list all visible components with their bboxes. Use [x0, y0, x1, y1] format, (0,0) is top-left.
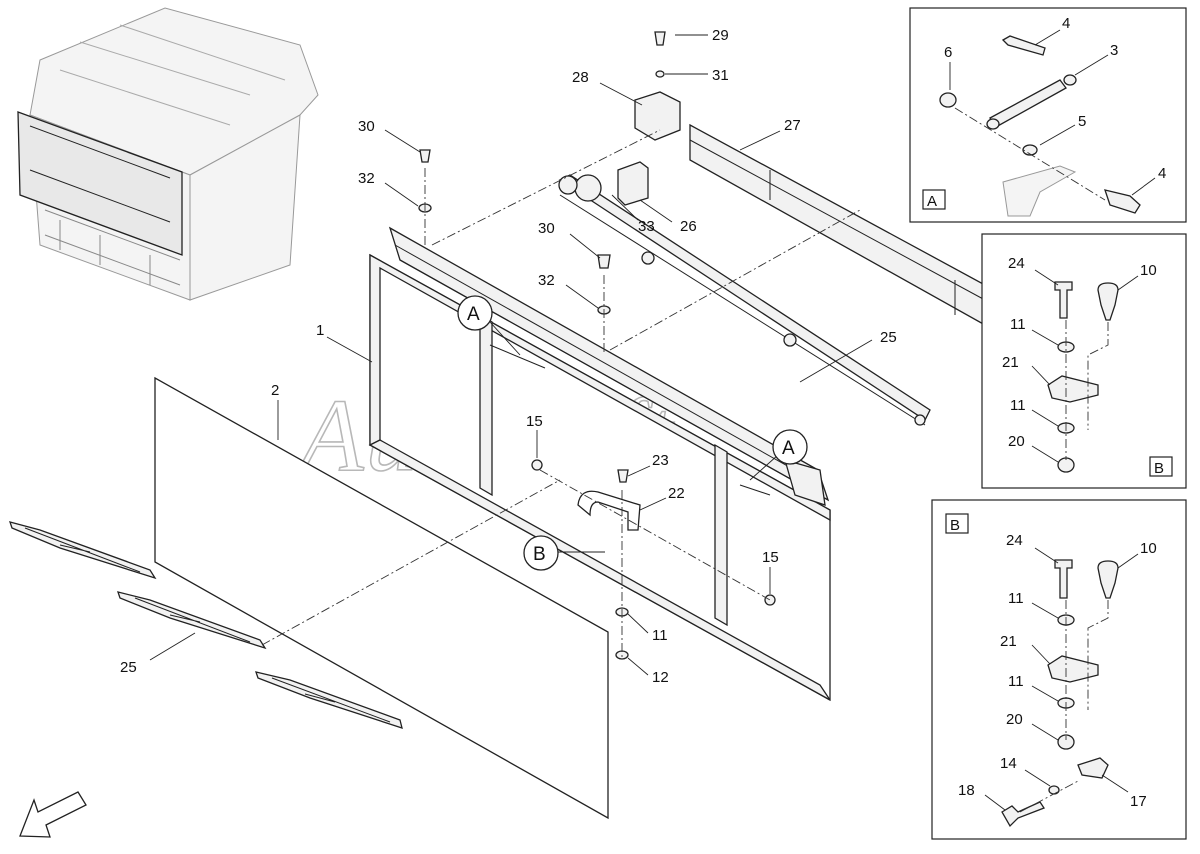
- label-28: 28: [572, 69, 589, 86]
- label-25-left: 25: [120, 659, 137, 676]
- motor-bracket-group: [617, 31, 681, 206]
- inset-a-label-6: 6: [944, 44, 952, 61]
- glass-panel: [154, 376, 609, 820]
- inset-b-bottom-label-17: 17: [1130, 793, 1147, 810]
- inset-b-top-label-10: 10: [1140, 262, 1157, 279]
- inset-b-bottom-label-11-lower: 11: [1008, 673, 1024, 690]
- inset-b-top: B 24 10 11 21 11 20: [981, 233, 1187, 489]
- inset-b-top-label-21: 21: [1002, 354, 1019, 371]
- label-31: 31: [712, 67, 729, 84]
- assembly-lines: [261, 129, 861, 660]
- inset-a-label-3: 3: [1110, 42, 1118, 59]
- label-15-right: 15: [762, 549, 779, 566]
- inset-b-bottom-tag: B: [950, 517, 960, 534]
- wiper-blades: [9, 521, 403, 729]
- inset-a-label-5: 5: [1078, 113, 1086, 130]
- inset-b-bottom-label-10: 10: [1140, 540, 1157, 557]
- label-11: 11: [652, 627, 668, 644]
- label-26: 26: [680, 218, 697, 235]
- inset-b-bottom-label-18: 18: [958, 782, 975, 799]
- label-32-mid: 32: [538, 272, 555, 289]
- callout-a-left: A: [457, 295, 521, 356]
- inset-b-bottom-label-11-upper: 11: [1008, 590, 1024, 607]
- inset-b-top-label-11-lower: 11: [1010, 397, 1026, 414]
- inset-b-bottom: B 24 10 11 21 11 20 14 18 17: [931, 499, 1187, 840]
- direction-arrow-icon: [19, 791, 87, 838]
- main-labels: 1 2 25 25 27 28 29 31 26 33 30 32 30 32 …: [120, 27, 897, 686]
- rail-and-linkage: [558, 123, 986, 426]
- label-12: 12: [652, 669, 669, 686]
- callout-a-left-text: A: [467, 304, 480, 325]
- inset-b-bottom-label-21: 21: [1000, 633, 1017, 650]
- inset-b-bottom-label-14: 14: [1000, 755, 1017, 772]
- callout-b-text: B: [533, 544, 546, 565]
- label-32-top: 32: [358, 170, 375, 187]
- label-25-right: 25: [880, 329, 897, 346]
- inset-b-bottom-label-20: 20: [1006, 711, 1023, 728]
- label-30-mid: 30: [538, 220, 555, 237]
- label-29: 29: [712, 27, 729, 44]
- label-1: 1: [316, 322, 324, 339]
- inset-a-label-4-top: 4: [1062, 15, 1070, 32]
- label-33: 33: [638, 218, 655, 235]
- callout-b: B: [523, 535, 605, 571]
- inset-b-top-label-20: 20: [1008, 433, 1025, 450]
- inset-a-label-4-bottom: 4: [1158, 165, 1166, 182]
- inset-a: A 4 6 3 5 4: [909, 7, 1187, 223]
- vehicle-overview-illustration: [17, 7, 319, 301]
- inset-a-tag: A: [927, 193, 937, 210]
- label-23: 23: [652, 452, 669, 469]
- main-leader-lines: [149, 34, 873, 676]
- inset-b-top-label-11-upper: 11: [1010, 316, 1026, 333]
- label-30-top: 30: [358, 118, 375, 135]
- label-27: 27: [784, 117, 801, 134]
- callout-a-right-text: A: [782, 438, 795, 459]
- inset-b-top-tag: B: [1154, 460, 1164, 477]
- label-15-left: 15: [526, 413, 543, 430]
- label-22: 22: [668, 485, 685, 502]
- label-2: 2: [271, 382, 279, 399]
- main-hardware: [418, 149, 776, 660]
- inset-b-top-label-24: 24: [1008, 255, 1025, 272]
- callout-a-right: A: [749, 429, 808, 481]
- inset-b-bottom-label-24: 24: [1006, 532, 1023, 549]
